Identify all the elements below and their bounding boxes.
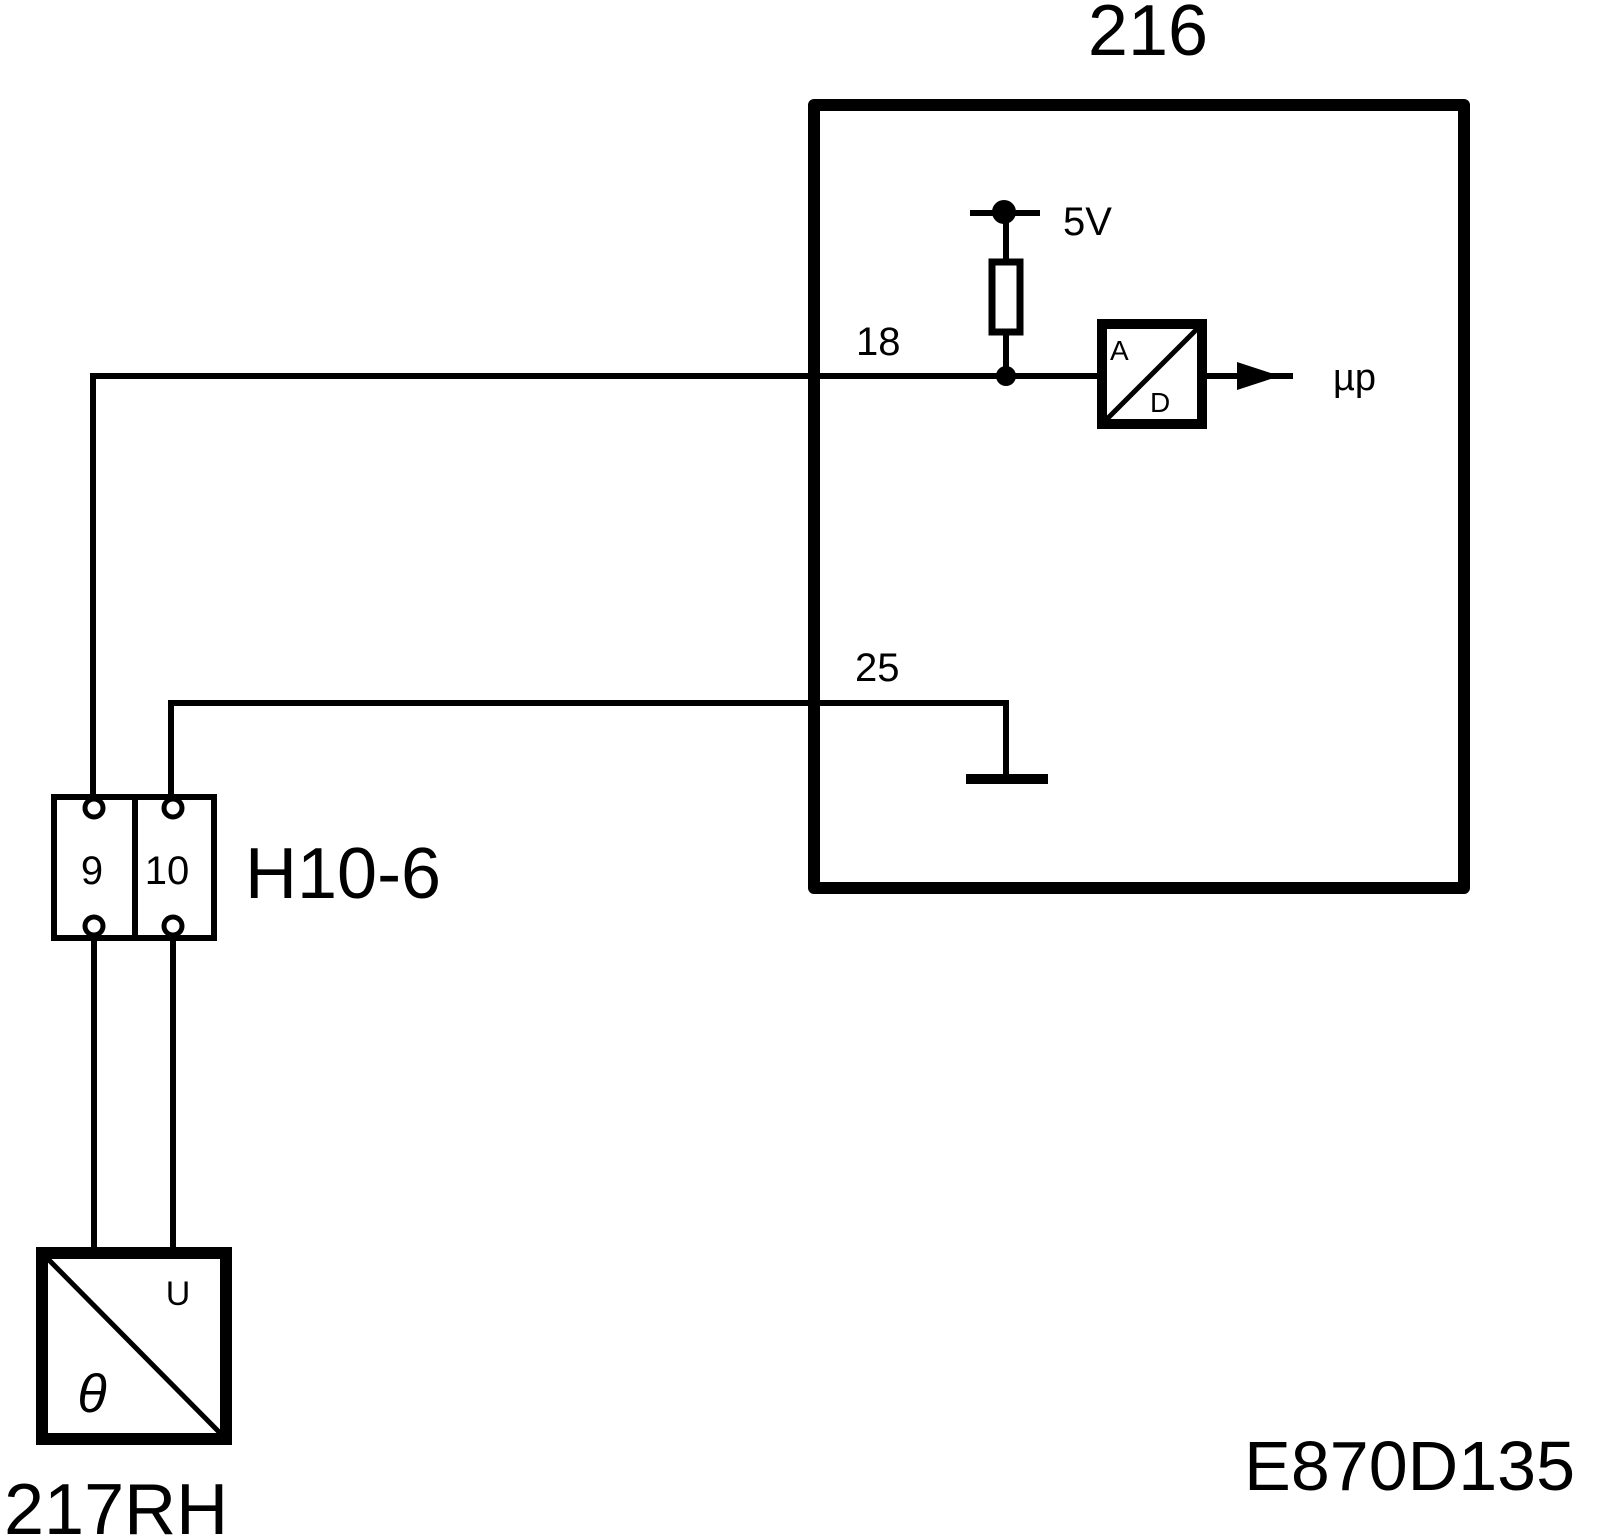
connector-pin-9-bottom xyxy=(82,914,106,938)
ad-converter-bottom-letter: D xyxy=(1150,387,1170,418)
supply-label: 5V xyxy=(1063,200,1112,244)
connector-pin-9-top xyxy=(82,796,106,820)
connector-pin-10-label: 10 xyxy=(145,849,190,893)
connector-pin-10-bottom xyxy=(161,914,185,938)
sensor-output-symbol: U xyxy=(166,1275,191,1313)
ad-converter-diagonal xyxy=(1102,324,1202,424)
junction-node xyxy=(996,366,1016,386)
sensor-input-symbol: θ xyxy=(77,1364,106,1424)
connector-label: H10-6 xyxy=(245,834,441,914)
ground-wire xyxy=(168,700,1009,805)
ad-converter-top-letter: A xyxy=(1110,335,1129,366)
connector-pin-9-label: 9 xyxy=(81,849,103,893)
signal-wire xyxy=(90,373,1105,805)
output-arrow xyxy=(1237,362,1280,390)
sensor-label: 217RH xyxy=(4,1470,228,1540)
diagram-code: E870D135 xyxy=(1244,1427,1575,1505)
humidity-sensor xyxy=(36,1247,232,1445)
control-module-box xyxy=(808,99,1470,894)
control-module-label: 216 xyxy=(1088,0,1208,71)
pullup-resistor xyxy=(988,258,1024,336)
connector-pin-10-top xyxy=(161,796,185,820)
converter-output-label: µp xyxy=(1333,357,1376,399)
pin-18-label: 18 xyxy=(856,320,901,364)
humidity-sensor-diagonal xyxy=(44,1255,224,1437)
pin-25-label: 25 xyxy=(855,646,900,690)
